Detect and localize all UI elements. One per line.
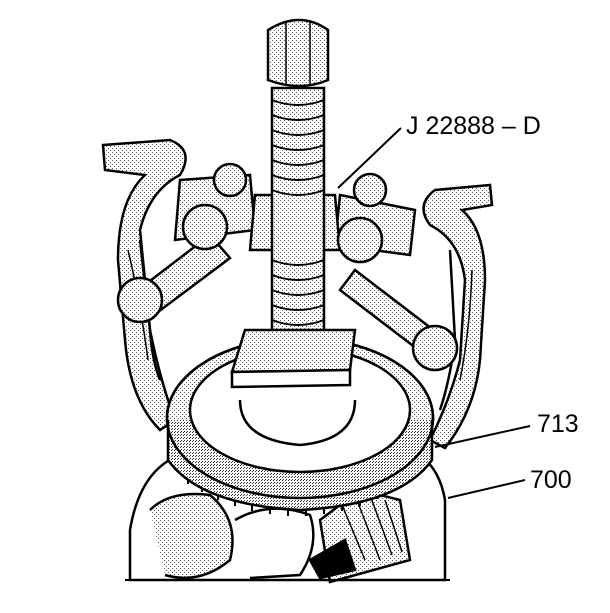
- adapter-plate: [230, 328, 357, 389]
- callout-housing-label: 700: [530, 466, 572, 494]
- puller-right-jaw: [422, 183, 494, 450]
- callout-tool-label: J 22888 – D: [406, 112, 541, 140]
- leader-lines: [337, 127, 531, 499]
- forcing-screw: [266, 18, 330, 350]
- callout-ring-label: 713: [537, 410, 579, 438]
- tone-ring: [165, 336, 435, 516]
- pivot-bolts: [116, 162, 459, 372]
